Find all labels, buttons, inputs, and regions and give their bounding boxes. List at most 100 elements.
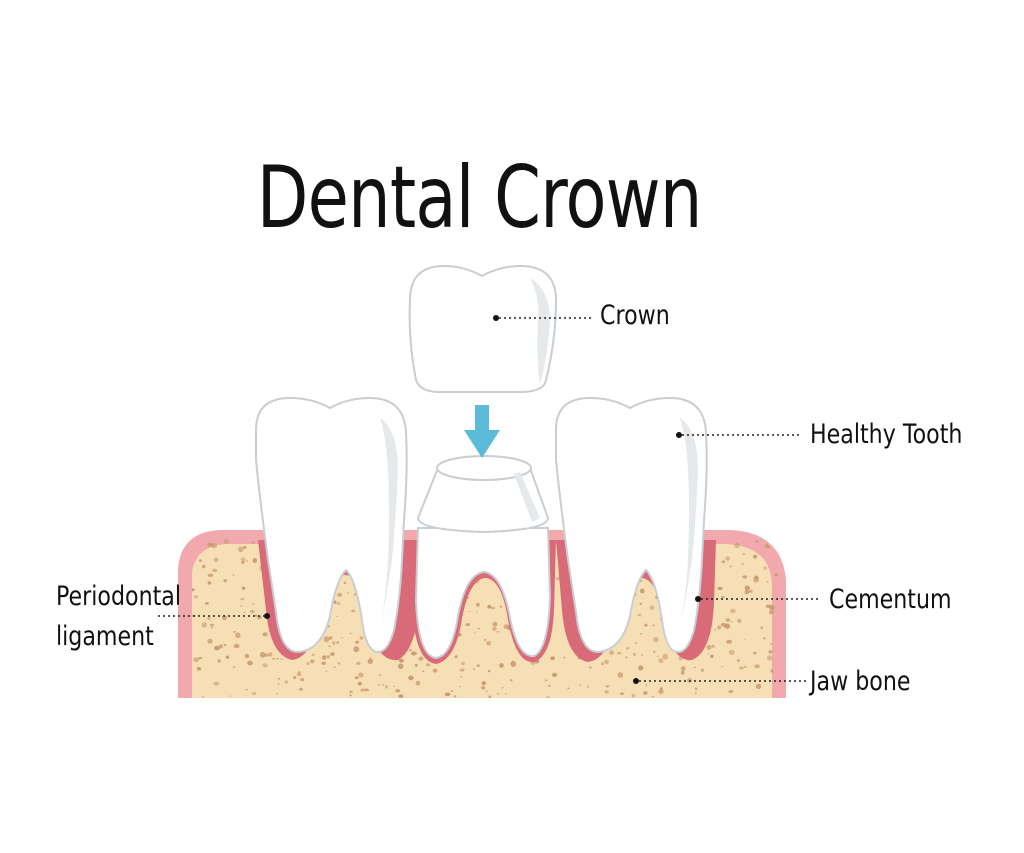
bone-speckle xyxy=(367,658,373,665)
bone-speckle xyxy=(353,646,360,653)
bone-speckle xyxy=(760,626,764,630)
bone-speckle xyxy=(202,564,206,569)
bone-speckle xyxy=(213,557,219,562)
bone-speckle xyxy=(336,641,340,645)
bone-speckle xyxy=(193,657,200,663)
bone-speckle xyxy=(729,565,732,568)
bone-speckle xyxy=(219,644,223,649)
placement-arrow-icon xyxy=(464,405,500,458)
bone-speckle xyxy=(246,560,248,562)
bone-speckle xyxy=(649,605,655,611)
bone-speckle xyxy=(763,637,766,640)
bone-speckle xyxy=(738,666,744,670)
bone-speckle xyxy=(710,654,714,659)
bone-speckle xyxy=(414,664,418,667)
bone-speckle xyxy=(604,659,609,665)
bone-speckle xyxy=(323,636,330,643)
bone-speckle xyxy=(262,632,268,637)
bone-speckle xyxy=(488,696,492,698)
bone-speckle xyxy=(496,630,499,633)
bone-speckle xyxy=(418,656,424,661)
bone-speckle xyxy=(240,597,245,601)
bone-speckle xyxy=(662,653,669,660)
bone-speckle xyxy=(736,659,741,663)
bone-speckle xyxy=(336,602,341,605)
bone-speckle xyxy=(225,655,230,659)
bone-speckle xyxy=(485,690,488,693)
bone-speckle xyxy=(700,668,705,672)
bone-speckle xyxy=(210,626,213,629)
bone-speckle xyxy=(272,657,276,660)
bone-speckle xyxy=(490,606,496,610)
bone-speckle xyxy=(639,602,643,606)
bone-speckle xyxy=(243,545,247,550)
bone-speckle xyxy=(356,662,361,665)
bone-speckle xyxy=(680,670,685,675)
bone-speckle xyxy=(201,622,207,628)
bone-speckle xyxy=(349,632,352,635)
bone-speckle xyxy=(626,647,630,650)
bone-speckle xyxy=(730,621,733,623)
bone-speckle xyxy=(545,696,550,698)
label-leaders xyxy=(158,315,820,684)
bone-speckle xyxy=(652,650,656,654)
bone-speckle xyxy=(504,693,507,695)
bone-speckle xyxy=(397,663,404,669)
bone-speckle xyxy=(357,681,362,686)
bone-speckle xyxy=(639,588,645,594)
bone-speckle xyxy=(398,658,404,663)
bone-speckle xyxy=(768,650,773,654)
label-jaw-bone: Jaw bone xyxy=(810,666,911,697)
bone-speckle xyxy=(204,602,209,605)
bone-speckle xyxy=(770,643,773,646)
bone-speckle xyxy=(492,626,497,631)
bone-speckle xyxy=(229,695,232,697)
bone-speckle xyxy=(341,637,344,639)
bone-speckle xyxy=(639,632,643,635)
bone-speckle xyxy=(737,618,742,624)
bone-speckle xyxy=(742,575,748,579)
bone-speckle xyxy=(212,568,218,573)
bone-speckle xyxy=(476,664,480,668)
bone-speckle xyxy=(359,636,364,640)
bone-speckle xyxy=(488,670,491,673)
bone-speckle xyxy=(755,683,762,690)
bone-speckle xyxy=(276,657,279,660)
bone-speckle xyxy=(680,666,686,672)
bone-speckle xyxy=(726,639,733,644)
right-healthy-tooth xyxy=(555,396,708,654)
bone-speckle xyxy=(640,654,644,656)
bone-speckle xyxy=(336,615,338,617)
bone-speckle xyxy=(293,676,297,679)
bone-speckle xyxy=(245,688,248,691)
bone-speckle xyxy=(609,650,614,655)
bone-speckle xyxy=(300,678,305,682)
bone-speckle xyxy=(240,557,246,562)
bone-speckle xyxy=(444,692,451,697)
bone-speckle xyxy=(358,672,364,678)
bone-speckle xyxy=(276,692,279,695)
bone-speckle xyxy=(355,640,360,644)
bone-speckle xyxy=(422,670,425,673)
bone-speckle xyxy=(241,560,245,565)
bone-speckle xyxy=(476,602,480,607)
bone-speckle xyxy=(653,636,659,643)
bone-speckle xyxy=(223,538,229,545)
bone-speckle xyxy=(753,576,759,583)
bone-speckle xyxy=(694,692,697,695)
bone-speckle xyxy=(207,616,211,621)
bone-speckle xyxy=(510,660,517,668)
bone-speckle xyxy=(721,560,726,564)
bone-speckle xyxy=(262,663,269,668)
bone-speckle xyxy=(299,687,303,691)
bone-speckle xyxy=(384,685,389,689)
bone-speckle xyxy=(459,668,465,672)
bone-speckle xyxy=(711,644,715,648)
bone-speckle xyxy=(744,590,750,595)
bone-speckle xyxy=(349,690,353,693)
bone-speckle xyxy=(720,622,727,627)
bone-speckle xyxy=(717,625,722,630)
bone-speckle xyxy=(364,688,369,692)
bone-speckle xyxy=(714,629,717,631)
bone-speckle xyxy=(645,684,648,687)
